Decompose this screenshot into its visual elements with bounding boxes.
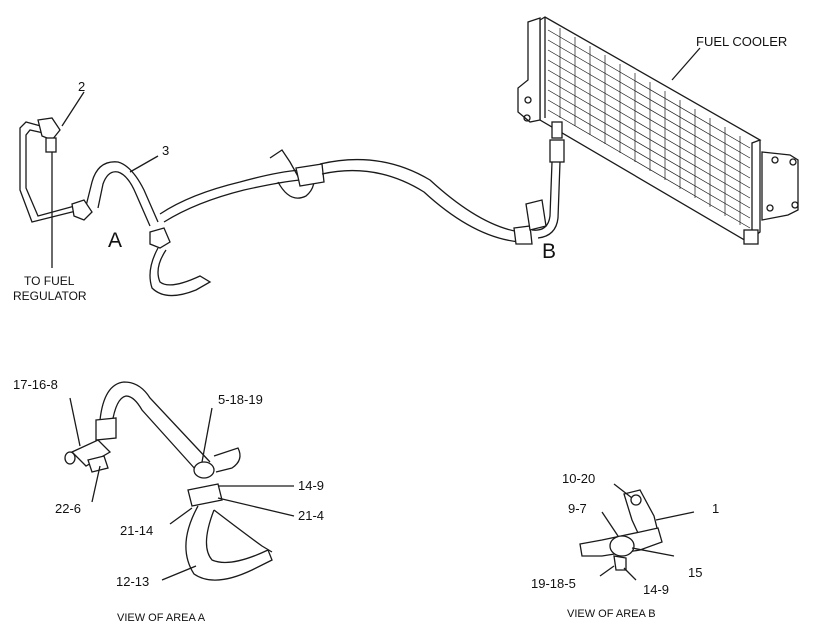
to-fuel-label: TO FUEL: [24, 274, 75, 288]
regulator-label: REGULATOR: [13, 289, 87, 303]
callout-10-20: 10-20: [562, 471, 596, 486]
callout-21-14: 21-14: [120, 523, 154, 538]
callout-17-16-8: 17-16-8: [13, 377, 58, 392]
area-a-marker: A: [108, 229, 123, 252]
callout-15: 15: [688, 565, 703, 580]
callout-1: 1: [712, 501, 720, 516]
callout-14-9-b: 14-9: [643, 582, 670, 597]
callout-5-18-19: 5-18-19: [218, 392, 263, 407]
view-area-b-title: VIEW OF AREA B: [567, 608, 656, 620]
fuel-cooler-label: FUEL COOLER: [696, 34, 788, 49]
callout-22-6: 22-6: [55, 501, 82, 516]
area-b-marker: B: [542, 240, 557, 263]
callout-2: 2: [78, 79, 86, 94]
callout-3: 3: [162, 143, 170, 158]
callout-9-7: 9-7: [568, 501, 587, 516]
callout-19-18-5: 19-18-5: [531, 576, 576, 591]
callout-12-13: 12-13: [116, 574, 150, 589]
view-area-a-detail: [64, 381, 295, 581]
fuel-cooler: [517, 16, 799, 245]
view-area-b-detail: [579, 483, 695, 581]
callout-14-9-a: 14-9: [298, 478, 325, 493]
view-area-a-title: VIEW OF AREA A: [117, 612, 206, 624]
callout-21-4: 21-4: [298, 508, 325, 523]
main-fuel-line-assembly: [19, 47, 701, 297]
